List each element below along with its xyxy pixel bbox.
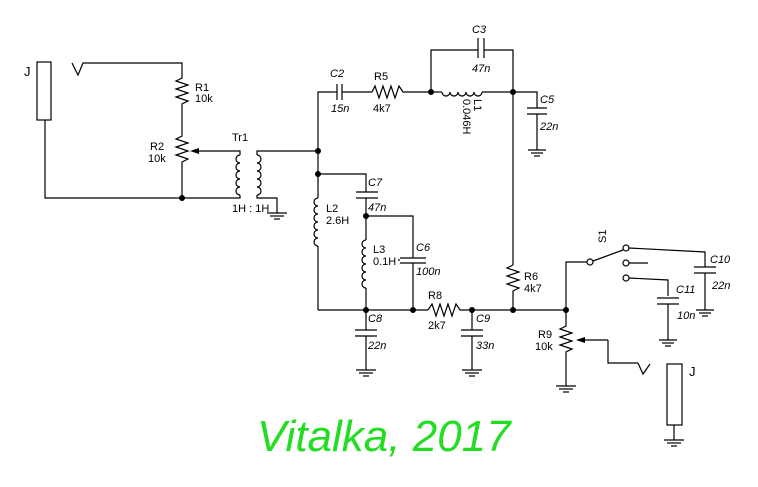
c6-name: C6 (416, 242, 431, 254)
c10-value: 22n (711, 280, 730, 292)
potentiometer-r9: R9 10k (535, 310, 638, 393)
inductor-l3: L3 0.1H (361, 216, 396, 310)
output-jack: J (664, 363, 696, 447)
transformer-tr1: Tr1 1H : 1H (180, 132, 318, 220)
capacitor-c3: C3 47n (430, 24, 514, 92)
resistor-r6: R6 4k7 (505, 264, 542, 310)
r1-name: R1 (195, 82, 209, 94)
wiper-arrow-icon (576, 337, 585, 343)
capacitor-c6: C6 100n (366, 215, 440, 310)
l3-name: L3 (373, 244, 385, 256)
capacitor-c5: C5 22n (513, 91, 558, 157)
c11-name: C11 (676, 284, 695, 296)
switch-s1: S1 (565, 230, 706, 310)
input-probe-icon (71, 62, 183, 77)
output-probe-icon (637, 362, 651, 376)
c3-name: C3 (472, 24, 487, 36)
author-signature: Vitalka, 2017 (257, 412, 512, 461)
inductor-l1: L1 0.046H (431, 91, 513, 135)
resistor-r1: R1 10k (174, 70, 213, 127)
l1-value: 0.046H (460, 99, 472, 135)
c3-value: 47n (472, 63, 490, 75)
input-jack-label: J (24, 64, 31, 79)
c7-name: C7 (368, 177, 383, 189)
potentiometer-r2: R2 10k (148, 127, 238, 201)
c5-name: C5 (540, 94, 555, 106)
wiper-arrow-icon (190, 148, 199, 154)
l2-name: L2 (326, 203, 338, 215)
c10-name: C10 (710, 254, 731, 266)
c8-value: 22n (367, 340, 386, 352)
capacitor-c8: C8 22n (355, 310, 386, 377)
r5-value: 4k7 (373, 103, 391, 115)
r2-value: 10k (148, 153, 166, 165)
tr1-value: 1H : 1H (232, 203, 269, 215)
r9-name: R9 (538, 329, 552, 341)
l2-value: 2.6H (326, 215, 349, 227)
c11-value: 10n (677, 310, 695, 322)
l1-name: L1 (471, 99, 483, 111)
c8-name: C8 (368, 313, 383, 325)
r6-value: 4k7 (524, 283, 542, 295)
r8-name: R8 (428, 290, 442, 302)
capacitor-c2: C2 15n (330, 68, 372, 115)
s1-name: S1 (597, 230, 609, 243)
r2-name: R2 (150, 141, 164, 153)
r9-value: 10k (535, 341, 553, 353)
c5-value: 22n (539, 121, 558, 133)
tr1-name: Tr1 (232, 132, 248, 144)
output-jack-label: J (689, 364, 696, 379)
resistor-r5: R5 4k7 (371, 71, 430, 115)
capacitor-c11: C11 10n (657, 284, 695, 347)
c7-value: 47n (368, 202, 386, 214)
r1-value: 10k (195, 93, 213, 105)
c9-name: C9 (476, 313, 490, 325)
r5-name: R5 (374, 71, 388, 83)
l3-value: 0.1H (373, 256, 396, 268)
capacitor-c7: C7 47n (318, 173, 386, 216)
c2-name: C2 (330, 68, 344, 80)
capacitor-c10: C10 22n (694, 254, 731, 317)
inductor-l2: L2 2.6H (313, 174, 349, 310)
r6-name: R6 (524, 271, 538, 283)
resistor-r8: R8 2k7 (427, 290, 513, 332)
c6-value: 100n (416, 266, 440, 278)
c2-value: 15n (331, 103, 349, 115)
capacitor-c9: C9 33n (461, 310, 494, 377)
input-jack: J (24, 61, 180, 199)
r8-value: 2k7 (428, 320, 446, 332)
c9-value: 33n (476, 340, 494, 352)
